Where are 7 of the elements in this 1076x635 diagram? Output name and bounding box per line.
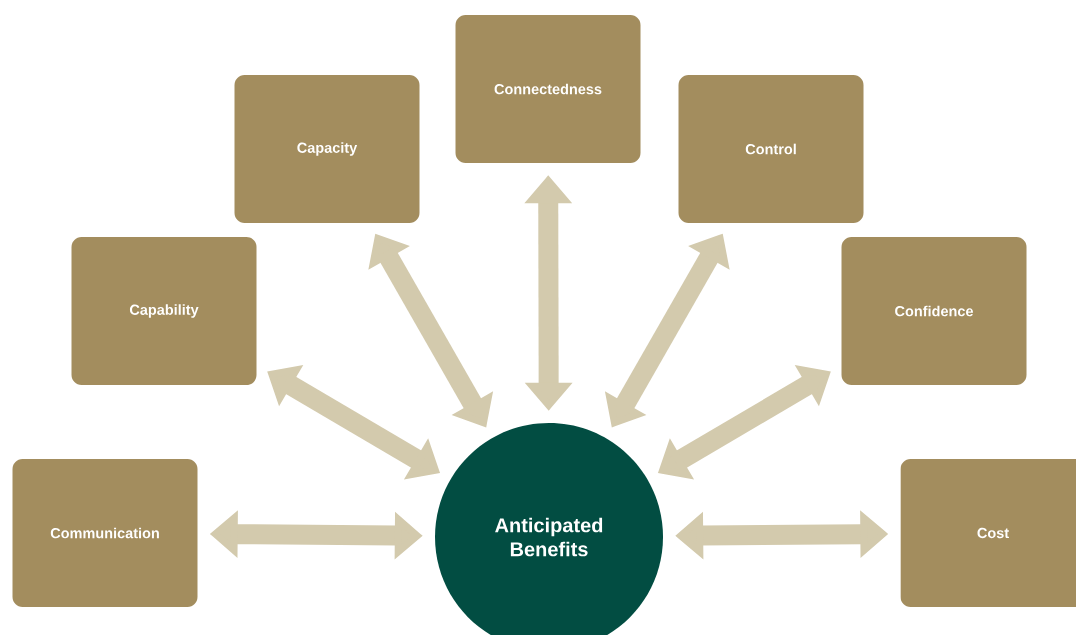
category-box: Capacity [234, 75, 420, 223]
category-box: Connectedness [455, 15, 641, 163]
category-box: Control [678, 75, 864, 223]
category-box: Communication [12, 459, 198, 607]
category-box: Confidence [841, 237, 1027, 385]
category-box: Capability [71, 237, 257, 385]
category-box: Cost [900, 459, 1076, 607]
